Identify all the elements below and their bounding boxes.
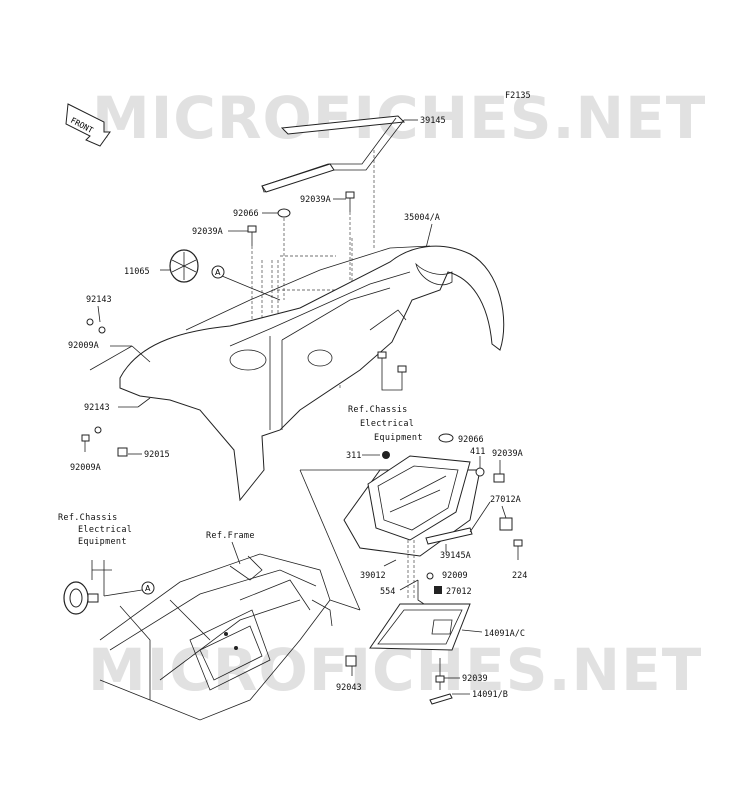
- label-92039A-right: 92039A: [492, 449, 523, 459]
- bolt-icon: [513, 539, 523, 560]
- washer-icon: [94, 426, 102, 434]
- label-92039A-left: 92039A: [192, 227, 223, 237]
- latch-icon: [499, 517, 513, 531]
- callout-marker: [141, 581, 155, 595]
- label-92039A-top: 92039A: [300, 195, 331, 205]
- ref-chassis-left-line3: Equipment: [78, 537, 127, 547]
- label-311: 311: [346, 451, 361, 461]
- bolt-icon: [493, 473, 505, 483]
- ref-chassis-left-line1: Ref.Chassis: [58, 513, 118, 523]
- bolt-icon: [426, 572, 434, 580]
- bolt-icon: [247, 225, 257, 246]
- bolt-icon: [81, 434, 90, 452]
- diagram-id: F2135: [505, 91, 531, 101]
- label-92015: 92015: [144, 450, 170, 460]
- washer-icon: [98, 326, 106, 334]
- ref-chassis-left-line2: Electrical: [78, 525, 132, 535]
- label-92043: 92043: [336, 683, 362, 693]
- callout-marker-label: A: [215, 268, 221, 277]
- label-92039: 92039: [462, 674, 488, 684]
- seal-strip-39145A: [425, 527, 473, 545]
- ref-chassis-right-line1: Ref.Chassis: [348, 405, 408, 415]
- label-92066-right: 92066: [458, 435, 484, 445]
- washer-icon: [475, 467, 485, 477]
- storage-lid: [369, 603, 471, 651]
- ref-chassis-right-line3: Equipment: [374, 433, 423, 443]
- latch-icon: [434, 586, 442, 594]
- label-92066-top: 92066: [233, 209, 259, 219]
- label-11065: 11065: [124, 267, 150, 277]
- seal-strip-39145: [261, 115, 406, 193]
- label-92009: 92009: [442, 571, 468, 581]
- bolt-icon: [429, 658, 453, 705]
- grommet-icon: [438, 433, 454, 443]
- washer-icon: [86, 318, 94, 326]
- front-fender: [119, 245, 505, 502]
- ref-frame: Ref.Frame: [206, 531, 255, 541]
- label-411: 411: [470, 447, 485, 457]
- label-35004A: 35004/A: [404, 213, 440, 223]
- label-92009A-top: 92009A: [68, 341, 99, 351]
- label-27012: 27012: [446, 587, 472, 597]
- label-39145A: 39145A: [440, 551, 471, 561]
- label-39012: 39012: [360, 571, 386, 581]
- label-92143-mid: 92143: [84, 403, 110, 413]
- label-14091AC: 14091A/C: [484, 629, 525, 639]
- bolt-icon: [345, 191, 355, 212]
- label-92143-top: 92143: [86, 295, 112, 305]
- label-224: 224: [512, 571, 527, 581]
- emblem-icon: [169, 249, 199, 283]
- label-14091B: 14091/B: [472, 690, 508, 700]
- grommet-icon: [277, 208, 291, 218]
- vehicle-frame: [99, 553, 361, 721]
- clip-icon: [117, 447, 128, 457]
- nut-icon: [382, 451, 390, 459]
- ref-chassis-right-line2: Electrical: [360, 419, 414, 429]
- label-27012A: 27012A: [490, 495, 521, 505]
- horn-icon: [63, 581, 99, 615]
- label-554: 554: [380, 587, 395, 597]
- storage-box: [343, 455, 481, 557]
- callout-marker: [211, 265, 225, 279]
- bolt-icon: [345, 655, 357, 667]
- label-92009A-bot: 92009A: [70, 463, 101, 473]
- callout-marker-label-2: A: [145, 584, 151, 593]
- label-39145: 39145: [420, 116, 446, 126]
